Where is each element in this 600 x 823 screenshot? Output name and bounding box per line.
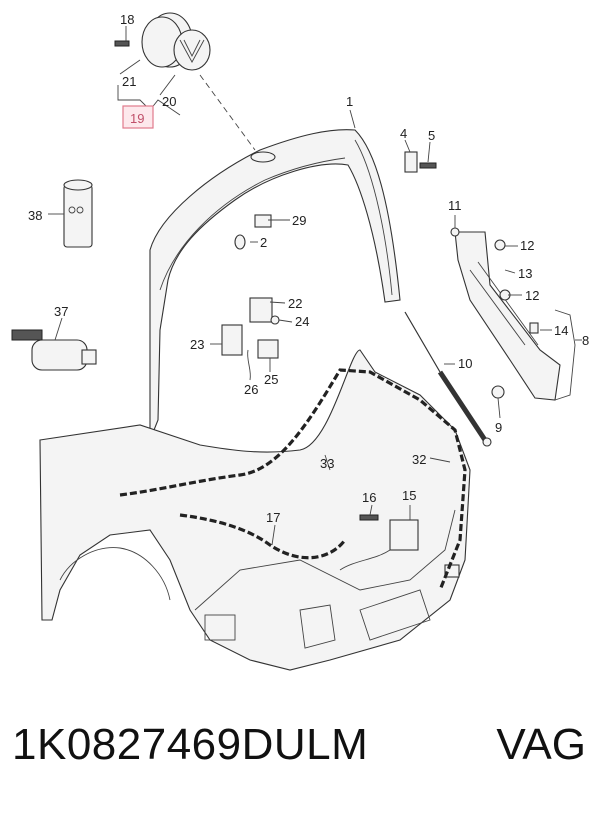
- callout-25: 25: [264, 372, 278, 387]
- callout-15: 15: [402, 488, 416, 503]
- callout-12-lower: 12: [525, 288, 539, 303]
- callout-20: 20: [162, 94, 176, 109]
- callout-23: 23: [190, 337, 204, 352]
- vehicle-body: [39, 349, 471, 671]
- lid-seal: [179, 513, 347, 560]
- hinge-assembly: [450, 227, 561, 401]
- emblem-assembly: [114, 12, 211, 71]
- footer: 1K0827469DULM VAG: [0, 720, 600, 790]
- callout-4: 4: [400, 126, 407, 141]
- callout-21: 21: [122, 74, 136, 89]
- trunk-latch: [389, 519, 419, 551]
- hinge-bolt: [419, 162, 437, 169]
- latch-bolt: [359, 514, 379, 521]
- callout-32: 32: [412, 452, 426, 467]
- brand-name: VAG: [496, 720, 586, 769]
- part-number: 1K0827469DULM: [12, 720, 369, 769]
- callout-29: 29: [292, 213, 306, 228]
- lid-nut: [270, 315, 280, 325]
- callout-22: 22: [288, 296, 302, 311]
- callout-9: 9: [495, 420, 502, 435]
- body-seal: [119, 368, 467, 591]
- fluid-can: [63, 179, 93, 248]
- callout-33: 33: [320, 456, 334, 471]
- lid-light: [254, 214, 272, 228]
- handle-switch: [221, 324, 243, 356]
- actuator-motor: [11, 329, 97, 371]
- callout-37: 37: [54, 304, 68, 319]
- trunk-lid: [149, 129, 401, 441]
- gas-strut: [404, 311, 492, 447]
- latch-switch: [257, 339, 279, 359]
- hinge-bracket: [404, 151, 418, 173]
- callout-19: 19: [130, 111, 144, 126]
- lock-unit: [249, 297, 273, 323]
- trunk-lid-parts-diagram: 18 21 20 19 1 4 5 11 12 13 12 14 8 9 10 …: [11, 12, 589, 671]
- callout-24: 24: [295, 314, 309, 329]
- callout-13: 13: [518, 266, 532, 281]
- callout-12-upper: 12: [520, 238, 534, 253]
- callout-8: 8: [582, 333, 589, 348]
- callout-26: 26: [244, 382, 258, 397]
- callout-16: 16: [362, 490, 376, 505]
- callout-11: 11: [448, 198, 462, 213]
- leader-lines: [48, 26, 582, 546]
- callout-17: 17: [266, 510, 280, 525]
- callout-14: 14: [554, 323, 568, 338]
- callout-18: 18: [120, 12, 134, 27]
- callout-5: 5: [428, 128, 435, 143]
- callout-10: 10: [458, 356, 472, 371]
- callout-38: 38: [28, 208, 42, 223]
- callout-2: 2: [260, 235, 267, 250]
- highlighted-callout-box: [122, 105, 154, 129]
- lid-bumper: [234, 234, 246, 250]
- callout-1: 1: [346, 94, 353, 109]
